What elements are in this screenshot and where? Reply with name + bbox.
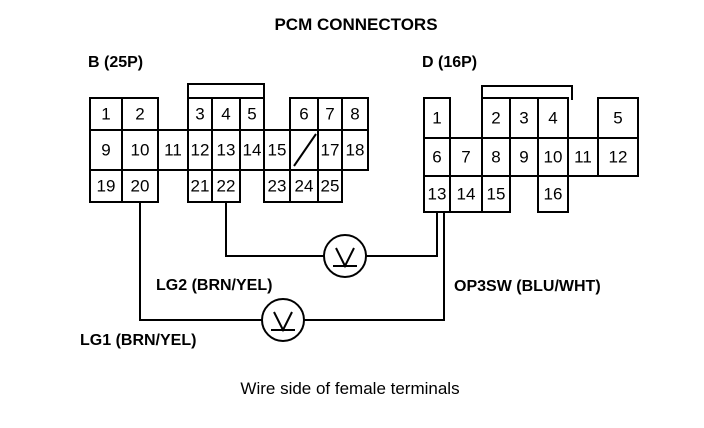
pin-d-14 bbox=[449, 175, 483, 213]
wire-lg1 bbox=[139, 202, 262, 321]
wire-label-op3sw: OP3SW (BLU/WHT) bbox=[454, 278, 601, 295]
voltmeter-icon bbox=[323, 234, 367, 278]
pin-b-16-slash bbox=[293, 133, 317, 167]
pin-b-label: 5 bbox=[247, 105, 256, 124]
pin-b-24 bbox=[289, 169, 319, 203]
pin-b-label: 8 bbox=[350, 105, 359, 124]
pin-b-label: 24 bbox=[295, 177, 314, 196]
wire-label-lg1: LG1 (BRN/YEL) bbox=[80, 332, 196, 349]
pin-d-label: 6 bbox=[432, 148, 441, 167]
pin-b-25 bbox=[317, 169, 343, 203]
pin-b-label: 4 bbox=[221, 105, 230, 124]
pin-b-label: 9 bbox=[101, 141, 110, 160]
pin-d-label: 12 bbox=[609, 148, 628, 167]
connector-d-lock-tab bbox=[481, 85, 573, 100]
wire-lg2 bbox=[225, 202, 324, 257]
pin-b-label: 22 bbox=[217, 177, 236, 196]
pin-d-16 bbox=[537, 175, 569, 213]
pin-b-11 bbox=[157, 129, 189, 171]
voltmeter-icon bbox=[261, 298, 305, 342]
pin-b-23 bbox=[263, 169, 291, 203]
pin-b-18 bbox=[341, 129, 369, 171]
pin-d-label: 14 bbox=[457, 185, 476, 204]
pin-b-label: 7 bbox=[325, 105, 334, 124]
pin-d-label: 2 bbox=[491, 109, 500, 128]
diagram-title: PCM CONNECTORS bbox=[274, 15, 437, 34]
pin-b-label: 3 bbox=[195, 105, 204, 124]
pin-b-17 bbox=[317, 129, 343, 171]
pin-b-label: 14 bbox=[243, 141, 262, 160]
wire-d13 bbox=[366, 212, 438, 257]
pin-d-label: 4 bbox=[548, 109, 557, 128]
pin-b-label: 2 bbox=[135, 105, 144, 124]
pin-d-15 bbox=[481, 175, 511, 213]
pin-b-label: 13 bbox=[217, 141, 236, 160]
pin-d-label: 7 bbox=[461, 148, 470, 167]
pin-b-label: 1 bbox=[101, 105, 110, 124]
connector-d: 1 2 3 4 5 6 7 8 9 10 11 12 13 14 15 16 bbox=[423, 85, 639, 213]
pin-d-label: 15 bbox=[487, 185, 506, 204]
connector-b: 1 2 3 4 5 6 7 8 9 10 11 12 13 14 15 17 1… bbox=[89, 83, 369, 203]
pin-d-label: 10 bbox=[544, 148, 563, 167]
pin-d-label: 11 bbox=[574, 148, 592, 167]
pin-b-20 bbox=[121, 169, 159, 203]
pin-d-label: 8 bbox=[491, 148, 500, 167]
wire-op3sw bbox=[304, 212, 445, 321]
pin-b-label: 17 bbox=[321, 141, 340, 160]
pin-b-22 bbox=[211, 169, 241, 203]
wire-label-lg2: LG2 (BRN/YEL) bbox=[156, 277, 272, 294]
pin-d-label: 3 bbox=[519, 109, 528, 128]
caption: Wire side of female terminals bbox=[240, 379, 459, 398]
pin-b-8 bbox=[341, 97, 369, 131]
pin-b-label: 11 bbox=[164, 141, 182, 160]
pin-b-label: 6 bbox=[299, 105, 308, 124]
pin-d-label: 16 bbox=[544, 185, 563, 204]
pin-d-label: 1 bbox=[432, 109, 441, 128]
pin-d-label: 13 bbox=[428, 185, 447, 204]
connector-d-label: D (16P) bbox=[422, 54, 477, 71]
pin-b-15 bbox=[263, 129, 291, 171]
pin-d-label: 5 bbox=[613, 109, 622, 128]
pin-b-label: 15 bbox=[268, 141, 287, 160]
connector-b-lock-tab bbox=[187, 83, 265, 100]
connector-b-label: B (25P) bbox=[88, 54, 143, 71]
pin-d-label: 9 bbox=[519, 148, 528, 167]
pin-b-label: 25 bbox=[321, 177, 340, 196]
pin-b-label: 19 bbox=[97, 177, 116, 196]
pin-d-1 bbox=[423, 97, 451, 139]
pin-b-label: 23 bbox=[268, 177, 287, 196]
pin-b-label: 10 bbox=[131, 141, 150, 160]
pin-b-14 bbox=[239, 129, 265, 171]
pin-b-label: 21 bbox=[191, 177, 210, 196]
pin-b-label: 18 bbox=[346, 141, 365, 160]
pin-d-12 bbox=[597, 137, 639, 177]
pin-b-label: 12 bbox=[191, 141, 210, 160]
pin-b-label: 20 bbox=[131, 177, 150, 196]
pin-b-5 bbox=[239, 97, 265, 131]
pin-b-2 bbox=[121, 97, 159, 131]
